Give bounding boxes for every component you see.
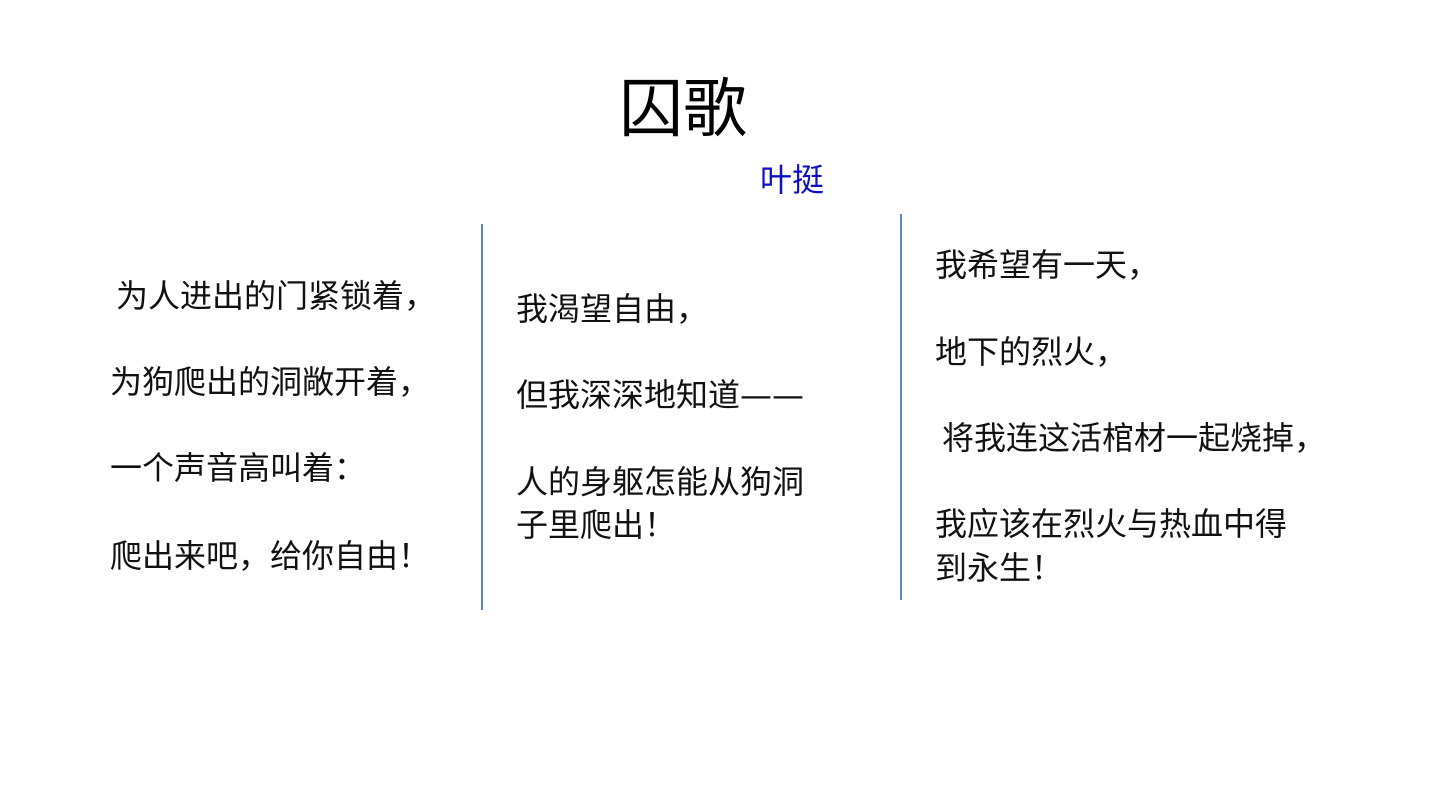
stanza-3-line-4b: 到永生！ [935,549,1064,587]
stanza-2-line-3a: 人的身躯怎能从狗洞 [516,463,805,501]
stanza-2-line-2: 但我深深地知道—— [516,376,805,414]
stanza-1-line-4: 爬出来吧，给你自由！ [110,537,431,575]
poem-author: 叶挺 [760,161,825,199]
poem-title: 囚歌 [619,73,747,147]
stanza-1-line-3: 一个声音高叫着： [110,449,367,487]
stanza-1-line-1: 为人进出的门紧锁着， [116,277,437,315]
stanza-3-line-1: 我希望有一天， [935,246,1160,284]
stanza-1-line-2: 为狗爬出的洞敞开着， [110,363,431,401]
column-divider-right [900,214,902,600]
stanza-2-line-3b: 子里爬出！ [516,506,677,544]
stanza-2-line-1: 我渴望自由， [516,290,709,328]
stanza-3-line-3: 将我连这活棺材一起烧掉， [942,419,1327,457]
stanza-3-line-4a: 我应该在烈火与热血中得 [935,505,1288,543]
stanza-3-line-2: 地下的烈火， [935,333,1128,371]
column-divider-left [481,224,483,610]
